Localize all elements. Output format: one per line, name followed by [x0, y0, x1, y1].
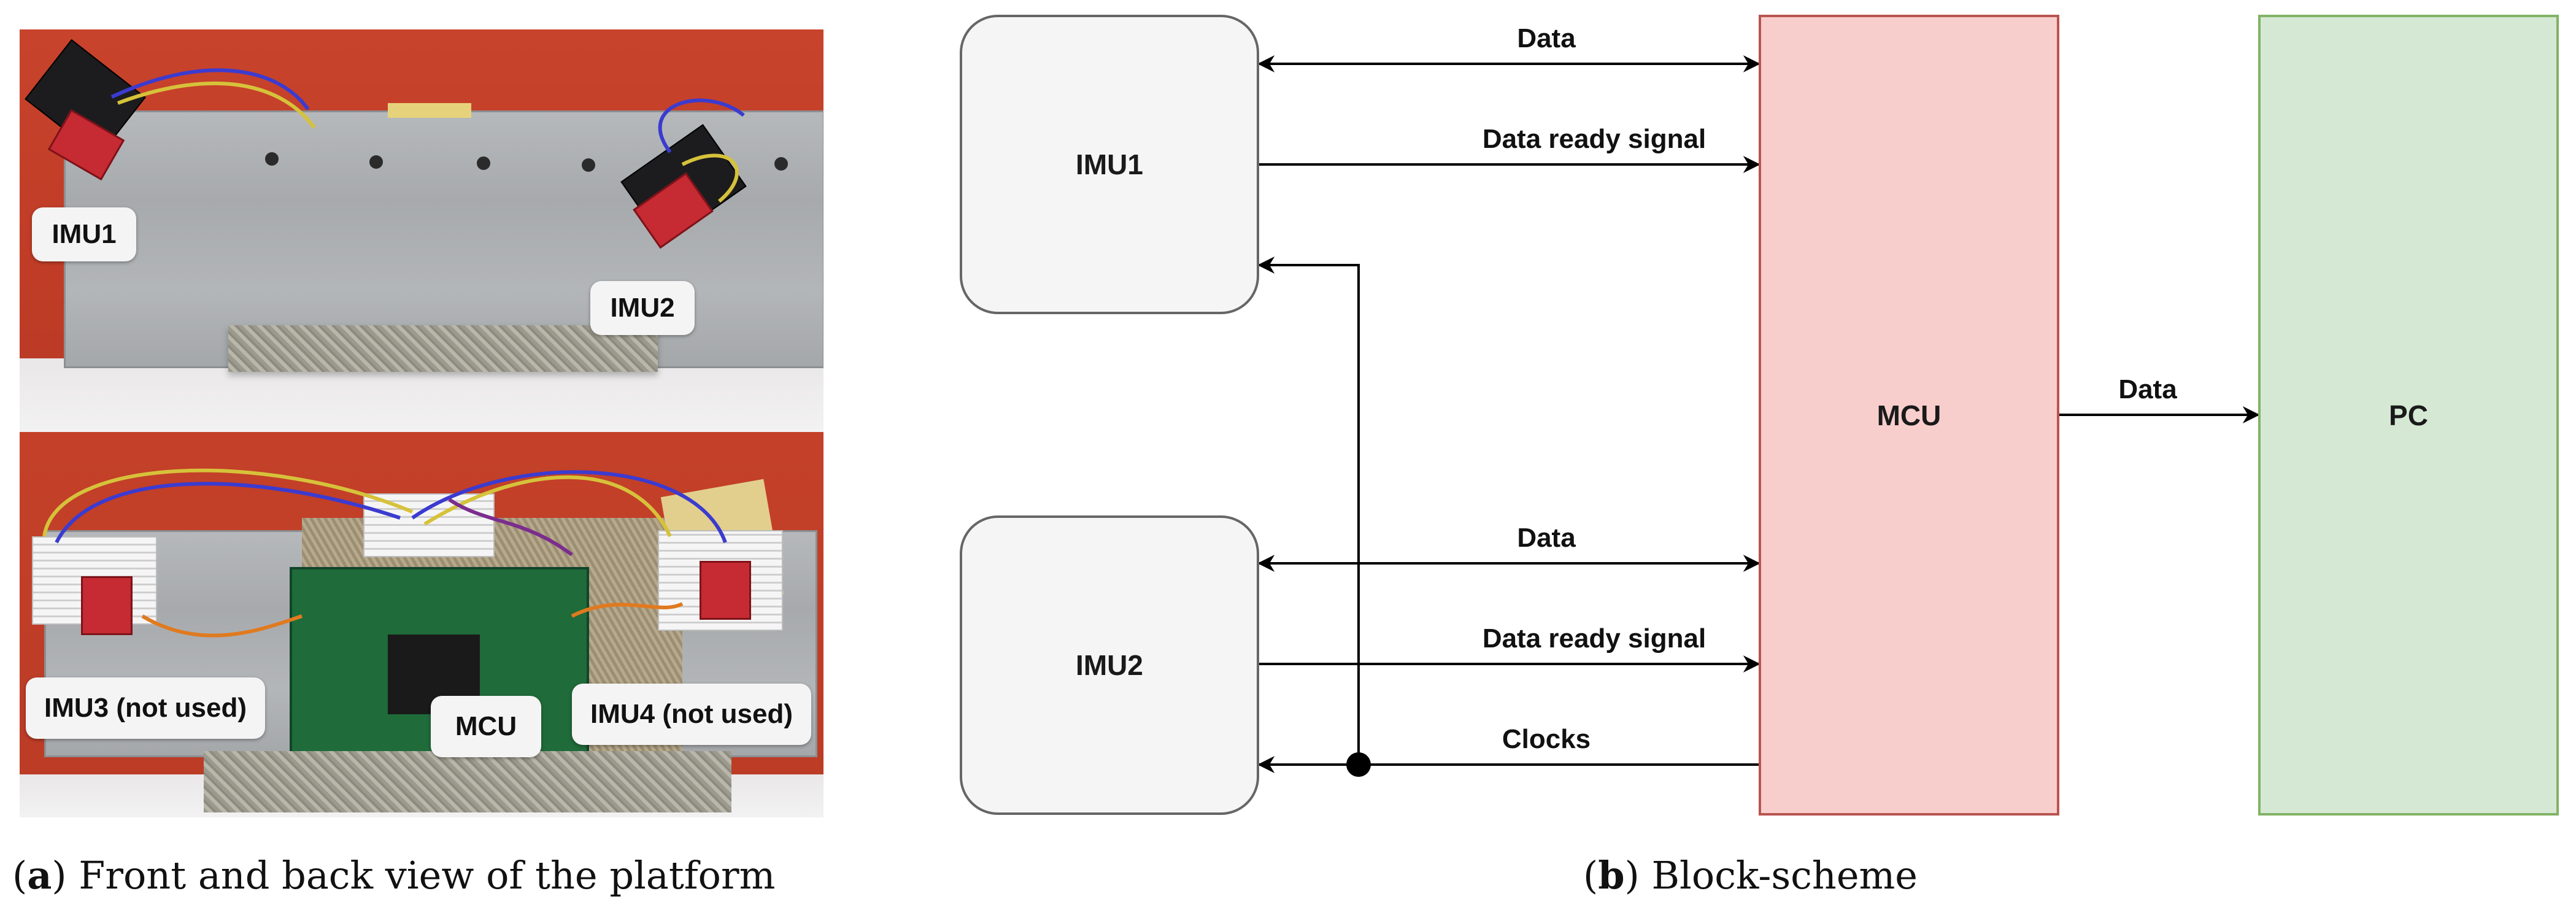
caption-b-letter: b — [1598, 853, 1625, 898]
wooden-base — [228, 325, 658, 372]
caption-b: (b) Block-scheme — [1583, 853, 1918, 898]
label-imu1-ready: Data ready signal — [1482, 124, 1706, 154]
caption-a: (a) Front and back view of the platform — [12, 853, 776, 898]
wires-bottom — [42, 468, 727, 638]
imu2-photo-label: IMU2 — [590, 281, 695, 335]
pc-node: PC — [2258, 15, 2559, 816]
imu3-photo-label: IMU3 (not used) — [26, 677, 265, 739]
back-view-photo: IMU3 (not used) MCU IMU4 (not used) — [20, 432, 823, 817]
caption-a-text: Front and back view of the platform — [66, 853, 776, 898]
imu1-node: IMU1 — [960, 15, 1259, 314]
front-view-photo: IMU1 IMU2 — [20, 29, 823, 432]
imu2-node: IMU2 — [960, 515, 1259, 815]
clocks-junction-dot — [1346, 752, 1371, 777]
imu4-photo-label: IMU4 (not used) — [572, 684, 811, 745]
label-imu2-ready: Data ready signal — [1482, 623, 1706, 654]
label-clocks: Clocks — [1502, 724, 1591, 754]
label-imu2-data: Data — [1517, 523, 1576, 553]
wires-top — [110, 68, 745, 203]
edge-clocks-branch — [1257, 256, 1360, 765]
caption-a-letter: a — [27, 853, 52, 898]
label-imu1-data: Data — [1517, 23, 1576, 53]
imu1-photo-label: IMU1 — [32, 207, 136, 261]
mcu-photo-label: MCU — [431, 696, 541, 757]
caption-b-text: Block-scheme — [1639, 853, 1918, 898]
mcu-node: MCU — [1759, 15, 2059, 816]
label-mcu-pc: Data — [2118, 374, 2177, 404]
